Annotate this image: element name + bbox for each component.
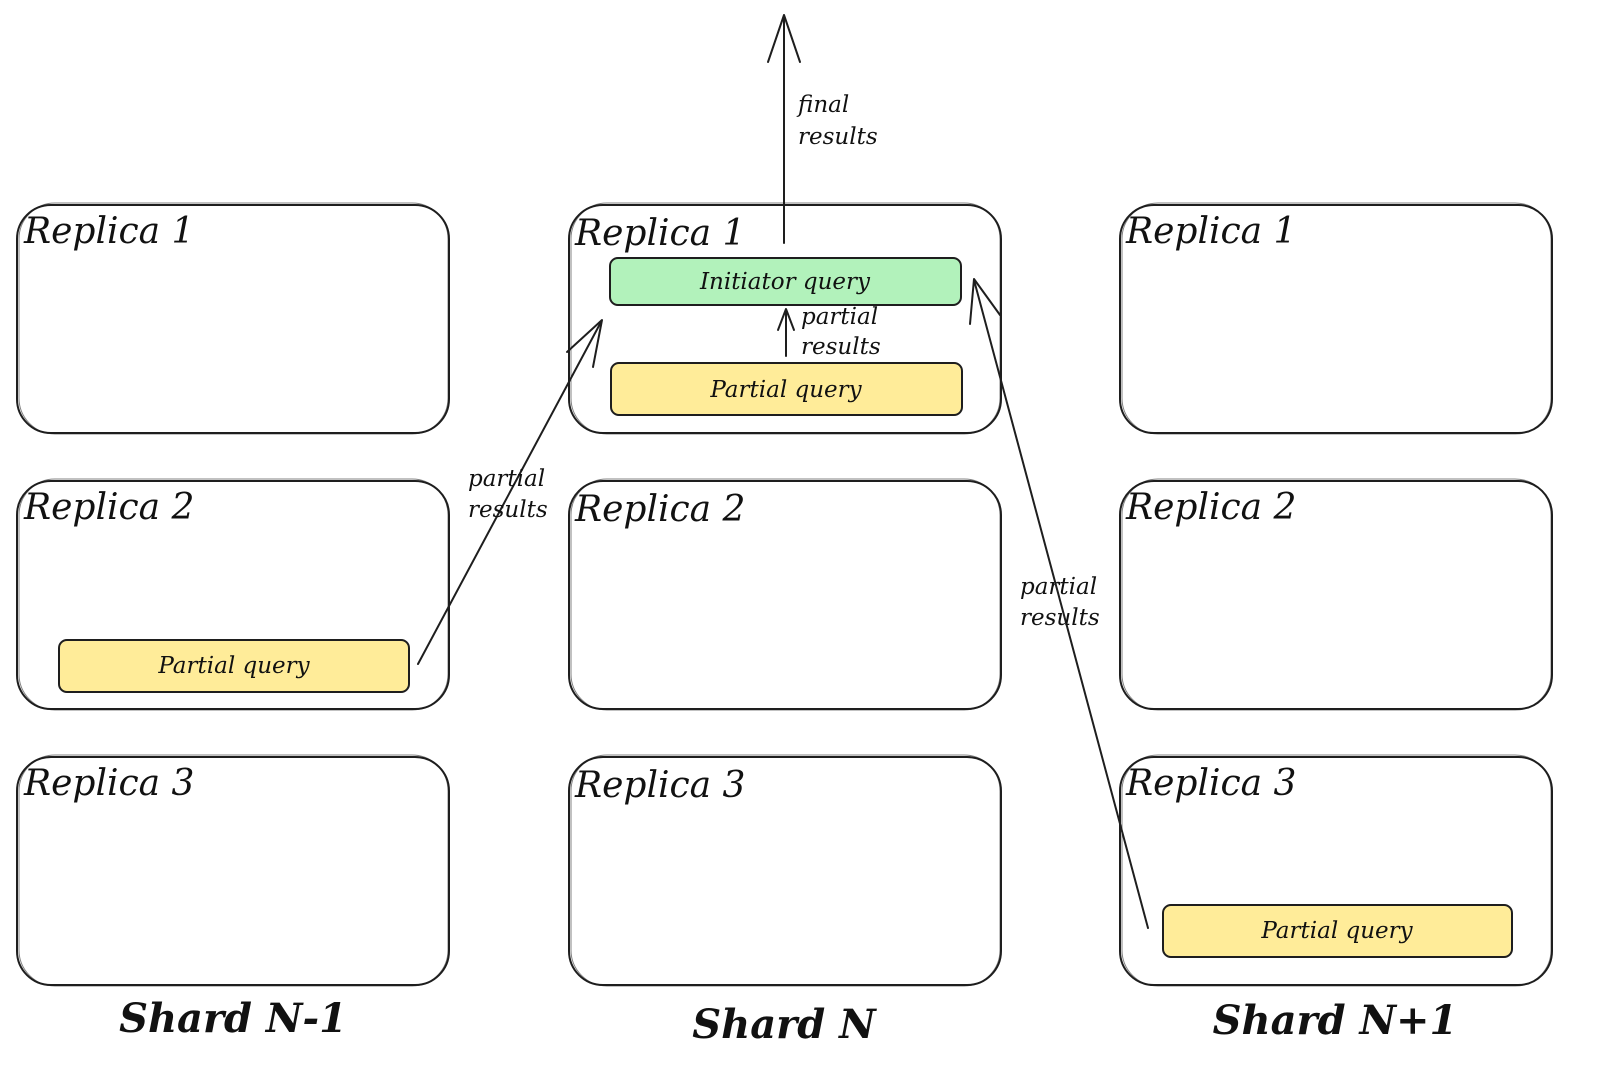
shard-label: Shard N+1 [1213,997,1458,1044]
shard-n-plus-1: Replica 1 Replica 2 Replica 3 Partial qu… [1119,202,1553,1044]
inner-edge-label: partial results [801,304,885,360]
inner-edge-label-line-1: partial [801,304,878,330]
partial-query-label: Partial query [709,377,862,403]
final-results-arrow [767,14,801,244]
left-partial-results-arrow [417,319,603,665]
right-edge-label-line-1: partial [1020,574,1097,600]
right-edge-label: partial results [1020,574,1104,631]
final-edge-label: final results [796,92,878,150]
shard-n-plus-1-replica-1: Replica 1 [1119,202,1553,435]
partial-query-label: Partial query [1260,918,1413,944]
initiator-query-label: Initiator query [699,269,871,295]
shard-n-replica-1: Replica 1 Initiator query Partial query … [568,202,1002,435]
shard-label: Shard N [692,1001,877,1048]
replica-label: Replica 2 [1125,487,1296,528]
partial-query-label: Partial query [157,653,310,679]
replica-label: Replica 3 [23,763,194,804]
shard-n-minus-1-replica-3: Replica 3 [16,754,450,987]
right-edge-label-line-2: results [1020,605,1100,631]
replica-label: Replica 1 [23,211,194,252]
left-edge-label-line-2: results [468,497,548,523]
partial-query-box: Partial query [1162,904,1513,958]
left-edge-label: partial results [468,466,552,523]
inner-edge-label-line-2: results [801,334,881,360]
partial-query-box: Partial query [58,639,410,693]
shard-n-minus-1-replica-1: Replica 1 [16,202,450,435]
right-partial-results-arrow [969,278,1149,929]
final-edge-label-line-1: final [796,92,849,118]
shard-n-minus-1: Replica 1 Replica 2 Partial query Replic… [16,202,450,1042]
shard-n-replica-2: Replica 2 [568,478,1002,711]
left-edge-label-line-1: partial [468,466,545,492]
replica-label: Replica 3 [574,765,745,806]
replica-label: Replica 2 [23,487,194,528]
replica-label: Replica 1 [1125,211,1296,252]
initiator-query-box: Initiator query [609,257,962,306]
replica-label: Replica 1 [574,213,745,254]
shard-n-plus-1-replica-3: Replica 3 Partial query [1119,754,1553,987]
replica-label: Replica 2 [574,489,745,530]
shard-n-plus-1-replica-2: Replica 2 [1119,478,1553,711]
shard-label: Shard N-1 [119,995,347,1042]
replica-label: Replica 3 [1125,763,1296,804]
partial-query-box: Partial query [610,362,963,416]
shard-n: Replica 1 Initiator query Partial query … [568,202,1002,1048]
final-edge-label-line-2: results [798,124,878,150]
inner-partial-results-arrow [777,308,795,357]
shard-n-minus-1-replica-2: Replica 2 Partial query [16,478,450,711]
shard-n-replica-3: Replica 3 [568,754,1002,987]
